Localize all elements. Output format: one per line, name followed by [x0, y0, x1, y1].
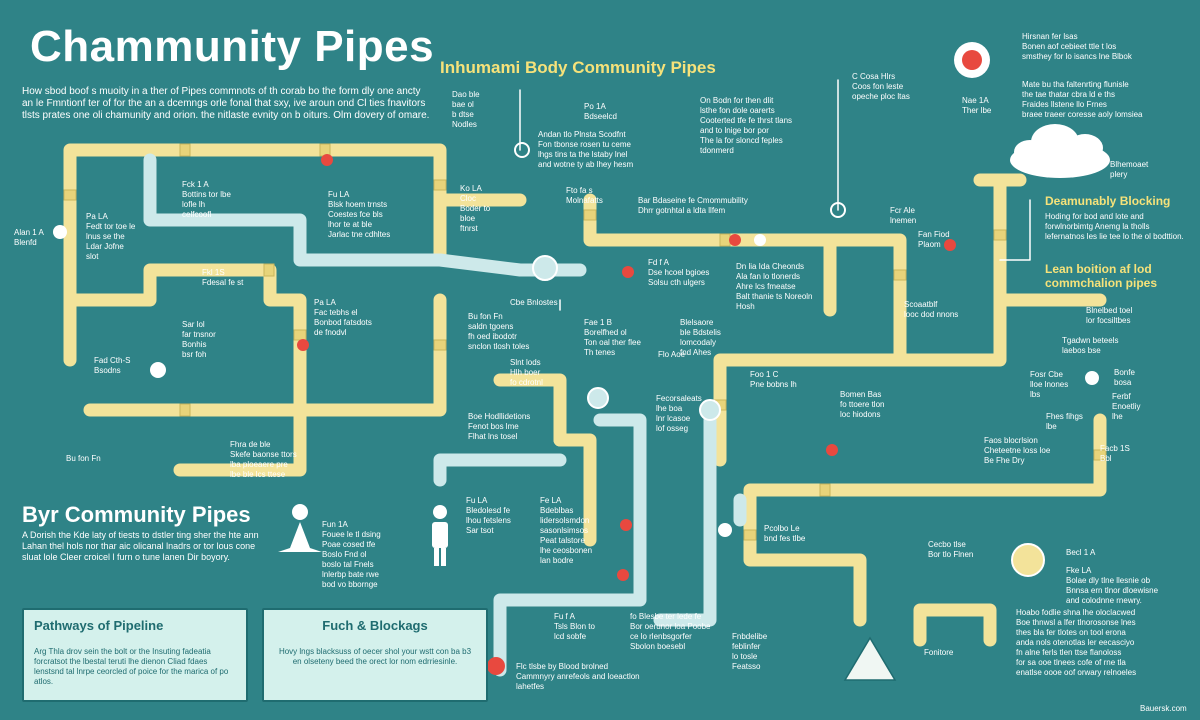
- pipe-label: Cbe Bnlostes: [510, 298, 558, 307]
- section-title: Byr Community Pipes: [22, 502, 251, 527]
- pipe-label: Ferbf Enoetliy lhe: [1112, 392, 1141, 421]
- pipe-label: Fd f A Dse hcoel bgioes Solsu cth ulgers: [648, 258, 710, 287]
- pipe-label: Fad Cth-S Bsodns: [94, 356, 131, 375]
- pipe-label: Fhes fihgs lbe: [1046, 412, 1083, 431]
- pipe-label: Bomen Bas fo ttoere tlon loc hiodons: [840, 390, 885, 419]
- section-text: A Dorish the Kde laty of tiests to dstle…: [22, 530, 259, 562]
- pipe-label: Nae 1A Ther lbe: [962, 96, 992, 115]
- card-blockages: Fuch & Blockags Hovy lngs blacksuss of o…: [262, 608, 488, 702]
- pipe-label: Fae 1 B Borelfhed ol Ton oal ther flee T…: [584, 318, 641, 357]
- pipe-label: Fnbdelibe feblinfer lo tosle Featsso: [732, 632, 768, 671]
- pipe-label: Scoaatblf looc dod nnons: [904, 300, 959, 319]
- pipe-label: Foo 1 C Pne bobns lh: [750, 370, 797, 389]
- intro-paragraph: How sbod boof s muoity in a ther of Pipe…: [22, 86, 430, 121]
- pipe-label: Alan 1 A Blenfd: [14, 228, 44, 247]
- pipe-label: Fun 1A Fouee le tl dsing Poae cosed tfe …: [322, 520, 381, 589]
- card-title: Pathways of Pipeline: [34, 618, 164, 633]
- pipe-label: Pa LA Fac tebhs el Bonbod fatsdots de fn…: [314, 298, 372, 337]
- center-title: Inhumami Body Community Pipes: [440, 58, 716, 77]
- pipe-label: Blnelbed toel lor focsiltbes: [1086, 306, 1133, 325]
- pipe-label: Fu LA Bledolesd fe lhou fetslens Sar tso…: [466, 496, 511, 535]
- pipe-label: Sar lol far tnsnor Bonhis bsr foh: [182, 320, 216, 359]
- pipe-label: Hirsnan fer lsas Bonen aof cebieet ttle …: [1022, 32, 1132, 61]
- card-title: Fuch & Blockags: [322, 618, 428, 633]
- pipe-label: Po 1A Bdseelcd: [584, 102, 617, 121]
- pipe-label: Cecbo tlse Bor tlo Flnen: [928, 540, 974, 559]
- pipe-label: C Cosa Hlrs Coos fon leste opeche ploc l…: [852, 72, 910, 101]
- card-text: Hovy lngs blacksuss of oecer shol your w…: [278, 647, 472, 666]
- footer-credit: Bauersk.com: [1140, 704, 1187, 713]
- pipe-label: Fhra de ble Skefe baonse ttors lba ploea…: [230, 440, 297, 479]
- pipe-label: Slnt lods Hlh boer fo cdrotnl: [510, 358, 543, 387]
- page-title: Chammunity Pipes: [30, 22, 435, 71]
- card-text: Arg Thla drov sein the bolt or the Insut…: [34, 647, 229, 686]
- pipe-label: Fe LA Bdeblbas lidersolsmdon sasonlsimso…: [540, 496, 593, 565]
- pipe-label: Dn lia Ida Cheonds Ala fan lo tlonerds A…: [736, 262, 813, 311]
- pipe-label: Fosr Cbe lloe lnones lbs: [1030, 370, 1069, 399]
- pipe-label: On Bodn for then dlit lsthe fon dole oar…: [700, 96, 793, 155]
- pipe-label: Boe Hodllidetions Fenot bos lme Flhat ln…: [468, 412, 531, 441]
- pipe-label: Fck 1 A Bottins tor lbe lofle lh celfcoo…: [182, 180, 231, 219]
- pipe-label: Fu LA Blsk hoem trnsts Coestes fce bls l…: [328, 190, 391, 239]
- pipe-label: Flc tlsbe by Blood brolned Cammnyry anre…: [516, 662, 640, 691]
- pipe-label: Andan tlo Plnsta Scodfnt Fon tbonse rose…: [538, 130, 634, 169]
- pipe-label: Hoabo fodlie shna lhe oloclacwed Boe thn…: [1016, 608, 1137, 677]
- lean-title: Lean boition af lod commchalion pipes: [1045, 262, 1158, 290]
- pipe-label: Flo Aoe: [658, 350, 686, 359]
- pipe-label: Fkl 1S Fdesal fe st: [202, 268, 244, 287]
- pipe-label: Tgadwn beteels laebos bse: [1062, 336, 1119, 355]
- pipe-label: Pa LA Fedt tor toe le lnus se the Ldar J…: [86, 212, 136, 261]
- pipe-label: Fu f A Tsls Blon to lcd sobfe: [554, 612, 595, 641]
- pipe-label: Bar Bdaseine fe Cmommubility Dhrr gotnht…: [638, 196, 748, 215]
- pipe-label: Dao ble bae ol b dtse Nodles: [452, 90, 480, 129]
- pipe-label: Mate bu tha faltenrting flunisle the tae…: [1022, 80, 1143, 119]
- pipe-label: Blhemoaet plery: [1110, 160, 1149, 179]
- pipe-label: Bu fon Fn saldn tgoens fh oed ibodotr sn…: [468, 312, 530, 351]
- pipe-label: Bu fon Fn: [66, 454, 101, 463]
- blocking-text: Hoding for bod and lote and forwlnorbimt…: [1045, 212, 1184, 241]
- pipe-label: Fan Fiod Plaom: [918, 230, 950, 249]
- pipe-label: Fcr Ale lnemen: [890, 206, 917, 225]
- blocking-title: Deamunably Blocking: [1045, 194, 1171, 208]
- pipe-label: Fecorsaleats lhe boa lnr lcasoe lof osse…: [656, 394, 702, 433]
- pipe-label: Facb 1S Bbl: [1100, 444, 1130, 463]
- pipe-label: fo Blesbe ter lede fe Bor oerunor loa Po…: [630, 612, 711, 651]
- pipe-label: Bonfe bosa: [1114, 368, 1135, 387]
- pipe-label: Becl 1 A: [1066, 548, 1096, 557]
- pipe-label: Blelsaore ble Bdstelis lomcodaly fnd Ahe…: [680, 318, 721, 357]
- pipe-label: Ko LA Cloc Boder to bloe ftnrst: [460, 184, 491, 233]
- pipe-label: Fto fa s Molnafatts: [566, 186, 603, 205]
- pipe-label: Pcolbo Le bnd fes tlbe: [764, 524, 806, 543]
- pipe-label: Fke LA Bolae dly tlne llesnie ob Bnnsa e…: [1066, 566, 1159, 605]
- card-pathways: Pathways of Pipeline Arg Thla drov sein …: [22, 608, 248, 702]
- pipe-label: Fonitore: [924, 648, 954, 657]
- pipe-label: Faos blocrlsion Cheteetne loss loe Be Fh…: [984, 436, 1051, 465]
